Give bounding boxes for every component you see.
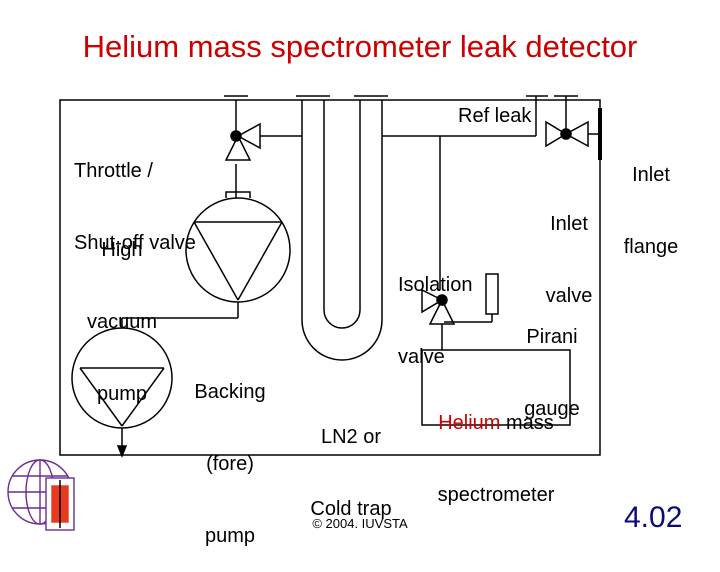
cold-trap-label: LN2 or Cold trap <box>310 426 392 520</box>
diagram-frame <box>59 99 601 456</box>
copyright-footer: © 2004. IUVSTA <box>312 516 408 531</box>
high-vacuum-pump-label: High vacuum pump <box>86 239 158 405</box>
inlet-flange-label: Inlet flange <box>623 164 679 258</box>
backing-pump-label: Backing (fore) pump <box>194 381 266 547</box>
throttle-valve-icon <box>224 122 261 161</box>
cold-trap-icon <box>296 95 388 361</box>
throttle-valve-label: Throttle / Shut-off valve <box>74 160 196 254</box>
helium-word: Helium <box>438 412 501 434</box>
spectrometer-box <box>421 349 571 426</box>
slide-title: Helium mass spectrometer leak detector <box>82 29 638 64</box>
ref-leak-label: Ref leak <box>458 105 532 127</box>
isolation-valve-label: Isolation valve <box>398 274 473 368</box>
mass-word: mass <box>500 412 554 434</box>
pirani-gauge-label: Pirani gauge <box>524 326 580 420</box>
slide-number: 4.02 <box>624 501 683 534</box>
spectrometer-label: Helium mass spectrometer <box>437 412 555 506</box>
inlet-valve-label: Inlet valve <box>545 213 593 307</box>
pirani-gauge-icon <box>485 273 499 315</box>
high-vacuum-pump-icon <box>185 191 291 303</box>
iuvsta-globe-logo <box>7 459 75 531</box>
leak-detector-diagram <box>7 95 602 531</box>
inlet-valve-icon <box>545 120 589 148</box>
